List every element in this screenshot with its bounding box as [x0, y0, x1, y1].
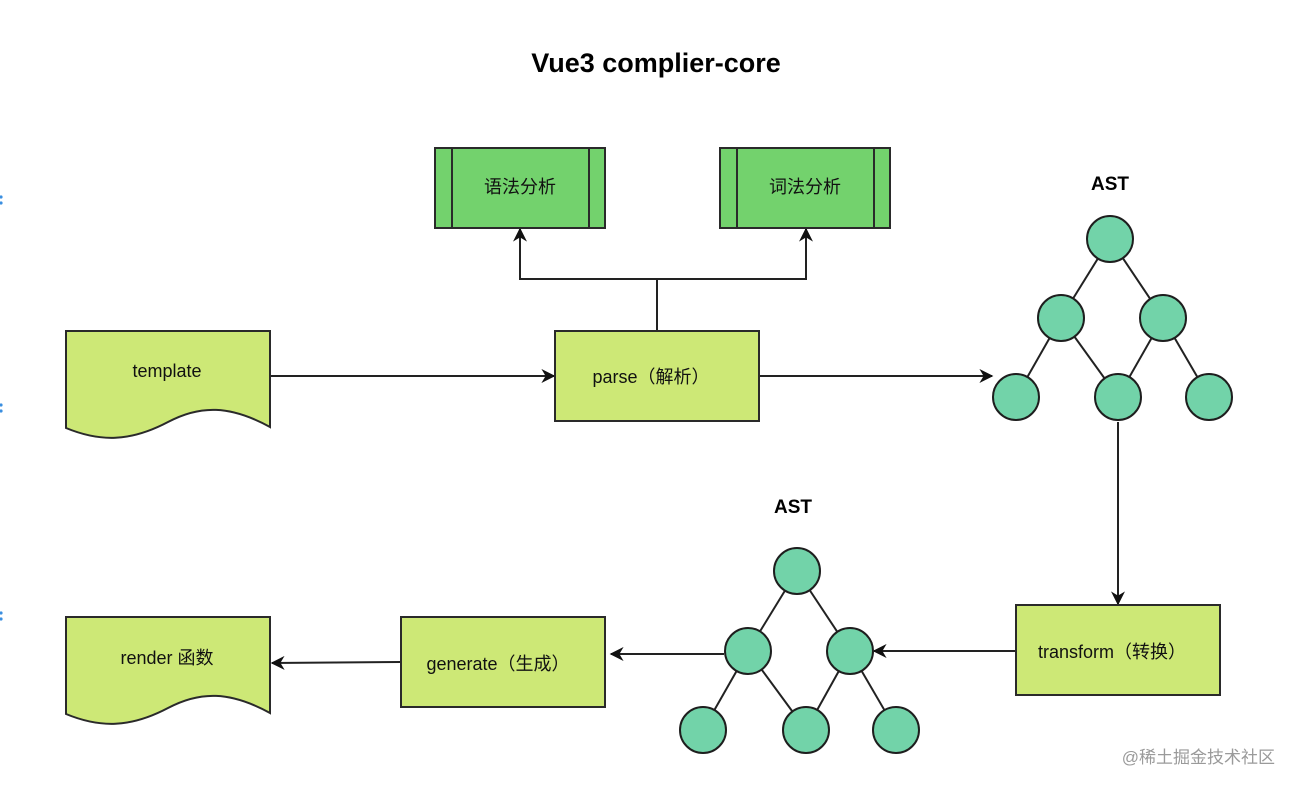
ast-tree: [679, 547, 920, 754]
edge-markers: [0, 195, 3, 621]
ast-tree-node: [782, 706, 830, 754]
predefined-process-box: [719, 147, 891, 229]
node-syntax-analysis: 语法分析: [434, 147, 606, 229]
ast-tree-node: [1086, 215, 1134, 263]
edge-marker: [0, 201, 3, 205]
node-ast-top: AST: [992, 174, 1233, 421]
node-label: 语法分析: [484, 177, 556, 197]
edge-marker: [0, 617, 3, 621]
ast-tree-node: [826, 627, 874, 675]
process-box: [554, 330, 760, 422]
document-shape: [65, 616, 271, 725]
node-lexical-analysis: 词法分析: [719, 147, 891, 229]
ast-tree-node: [679, 706, 727, 754]
node-ast-bottom: AST: [679, 497, 920, 754]
node-parse: parse（解析）: [554, 330, 760, 422]
ast-tree-node: [724, 627, 772, 675]
ast-tree-node: [1139, 294, 1187, 342]
document-shape: [65, 330, 271, 439]
ast-label: AST: [774, 497, 812, 518]
node-transform: transform（转换）: [1015, 604, 1221, 696]
edge-parse-to-syntax: [513, 227, 657, 280]
predefined-process-box: [434, 147, 606, 229]
process-box: [1015, 604, 1221, 696]
process-box: [400, 616, 606, 708]
watermark: @稀土掘金技术社区: [1122, 748, 1275, 767]
diagram-title: Vue3 complier-core: [531, 48, 781, 78]
node-label: 词法分析: [769, 177, 841, 197]
ast-tree-node: [1037, 294, 1085, 342]
ast-tree-node: [872, 706, 920, 754]
ast-tree-node: [1185, 373, 1233, 421]
node-generate: generate（生成）: [400, 616, 606, 708]
node-template: template: [65, 330, 271, 439]
node-render: render 函数: [65, 616, 271, 725]
ast-tree: [992, 215, 1233, 421]
ast-label: AST: [1091, 174, 1129, 195]
edge-marker: [0, 409, 3, 413]
ast-tree-node: [992, 373, 1040, 421]
node-label: template: [132, 361, 201, 381]
edge-marker: [0, 611, 3, 615]
edge-marker: [0, 403, 3, 407]
ast-tree-node: [773, 547, 821, 595]
edge-marker: [0, 195, 3, 199]
edge-parse-to-lexical: [657, 227, 813, 280]
node-label: transform（转换）: [1038, 642, 1186, 662]
edge-generate-to-render: [270, 655, 402, 670]
node-label: parse（解析）: [592, 367, 709, 387]
node-label: render 函数: [120, 648, 213, 668]
ast-tree-node: [1094, 373, 1142, 421]
node-label: generate（生成）: [426, 654, 569, 674]
